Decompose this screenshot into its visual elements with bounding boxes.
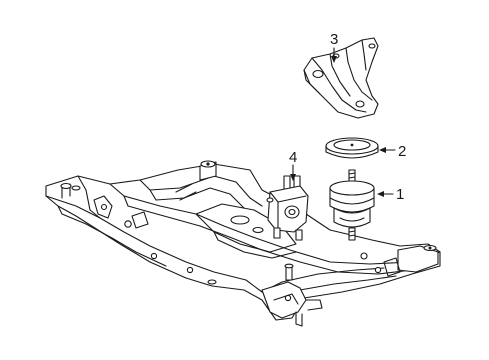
callout-4: 4: [289, 149, 297, 181]
mount-heat-shield: [325, 137, 379, 159]
mount-bracket: [303, 37, 379, 119]
engine-cradle: [45, 160, 441, 327]
callout-label-3: 3: [330, 31, 338, 48]
callout-1: 1: [377, 186, 404, 203]
callout-2: 2: [379, 143, 406, 160]
callout-label-4: 4: [289, 149, 297, 166]
callout-label-1: 1: [396, 186, 404, 203]
callout-label-2: 2: [398, 143, 406, 160]
transmission-mount: [266, 175, 309, 241]
callout-3: 3: [330, 31, 338, 63]
engine-mount: [329, 169, 375, 241]
